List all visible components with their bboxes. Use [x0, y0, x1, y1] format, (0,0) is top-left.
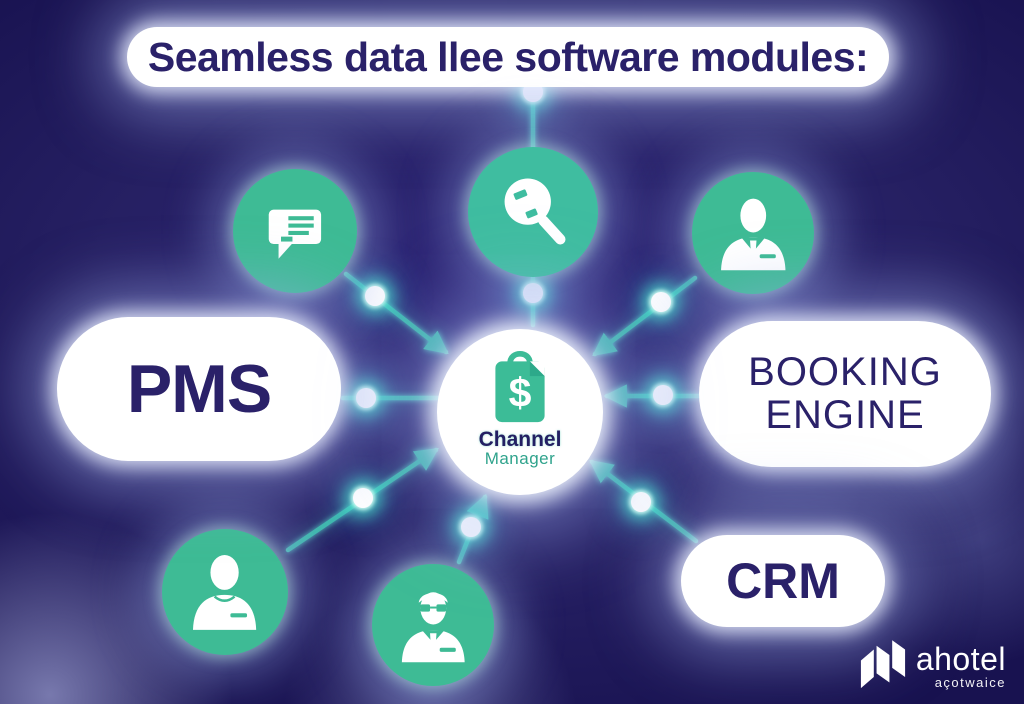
connector-chat-center — [343, 271, 449, 355]
node-chat — [233, 169, 357, 293]
node-search — [468, 147, 598, 277]
module-crm: CRM — [681, 535, 885, 627]
connector-dot — [365, 286, 385, 306]
page-title: Seamless data llee software modules: — [147, 33, 869, 80]
node-person — [162, 529, 288, 655]
node-person-glasses — [372, 564, 494, 686]
booking-label-line1: BOOKING — [748, 349, 942, 394]
channel-manager-label-line1: Channel — [478, 428, 562, 451]
crm-label: CRM — [726, 553, 840, 609]
module-pms: PMS — [57, 317, 341, 461]
businessman-icon — [720, 198, 786, 271]
connector-dot — [653, 385, 673, 405]
pms-label: PMS — [126, 351, 272, 427]
brand-logo: ahotel açotwaice — [860, 640, 1006, 692]
connector-dot — [461, 517, 481, 537]
connector-dot — [353, 488, 373, 508]
connector-businessman-center — [592, 275, 698, 357]
connector-dot — [523, 82, 543, 102]
ahotel-logo-icon — [860, 640, 905, 689]
person-glasses-icon — [401, 591, 465, 663]
dollar-sign: $ — [509, 370, 532, 416]
chat-icon — [268, 209, 322, 259]
search-icon — [504, 178, 566, 245]
brand-name: ahotel — [915, 641, 1006, 677]
connector-dot — [631, 492, 651, 512]
dollar-clipboard-icon: $ — [495, 350, 545, 423]
channel-manager-label-line2: Manager — [484, 449, 556, 468]
node-channel-manager: $ Channel Manager — [437, 329, 603, 495]
booking-label-line2: ENGINE — [765, 393, 925, 437]
node-businessman — [692, 172, 814, 294]
module-booking-engine: BOOKING ENGINE — [699, 321, 991, 467]
brand-tagline: açotwaice — [934, 675, 1006, 690]
connector-dot — [523, 283, 543, 303]
title-banner: Seamless data llee software modules: — [127, 27, 889, 87]
connector-dot — [356, 388, 376, 408]
person-icon — [193, 555, 257, 631]
connector-dot — [651, 292, 671, 312]
